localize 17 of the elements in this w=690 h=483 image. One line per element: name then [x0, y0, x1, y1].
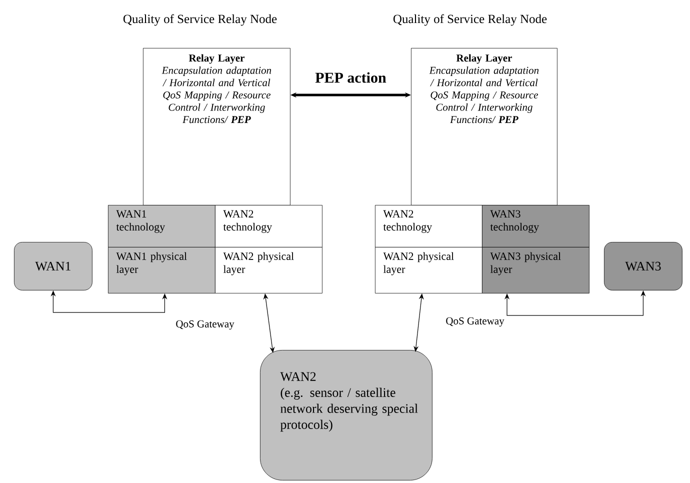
gateway-label: QoS Gateway [176, 320, 234, 330]
layer-cell: WAN2 technology [375, 205, 482, 248]
layer-cell: WAN2 physical layer [215, 247, 322, 294]
node-title: Quality of Service Relay Node [393, 14, 547, 26]
edge-label: PEP action [314, 71, 388, 84]
layer-cell: WAN3 physical layer [482, 247, 590, 294]
layer-cell: WAN3 technology [482, 205, 590, 248]
layer-cell: WAN2 physical layer [375, 247, 482, 294]
layer-cell: WAN1 physical layer [108, 247, 216, 294]
network-box: WAN3 [604, 242, 682, 290]
node-title: Quality of Service Relay Node [123, 14, 277, 26]
network-box: WAN1 [14, 242, 92, 290]
relay-layer-box: Relay Layer Encapsulation adaptation / Horizontal and Vertical QoS Mapping / Resource Control / Interworking Functions/ PEP [411, 48, 558, 206]
gateway-label: QoS Gateway [446, 317, 504, 327]
layer-cell: WAN1 technology [108, 205, 216, 248]
layer-cell: WAN2 technology [215, 205, 322, 248]
network-box: WAN2 (e.g. sensor / satellite network deserving special protocols) [260, 350, 432, 480]
